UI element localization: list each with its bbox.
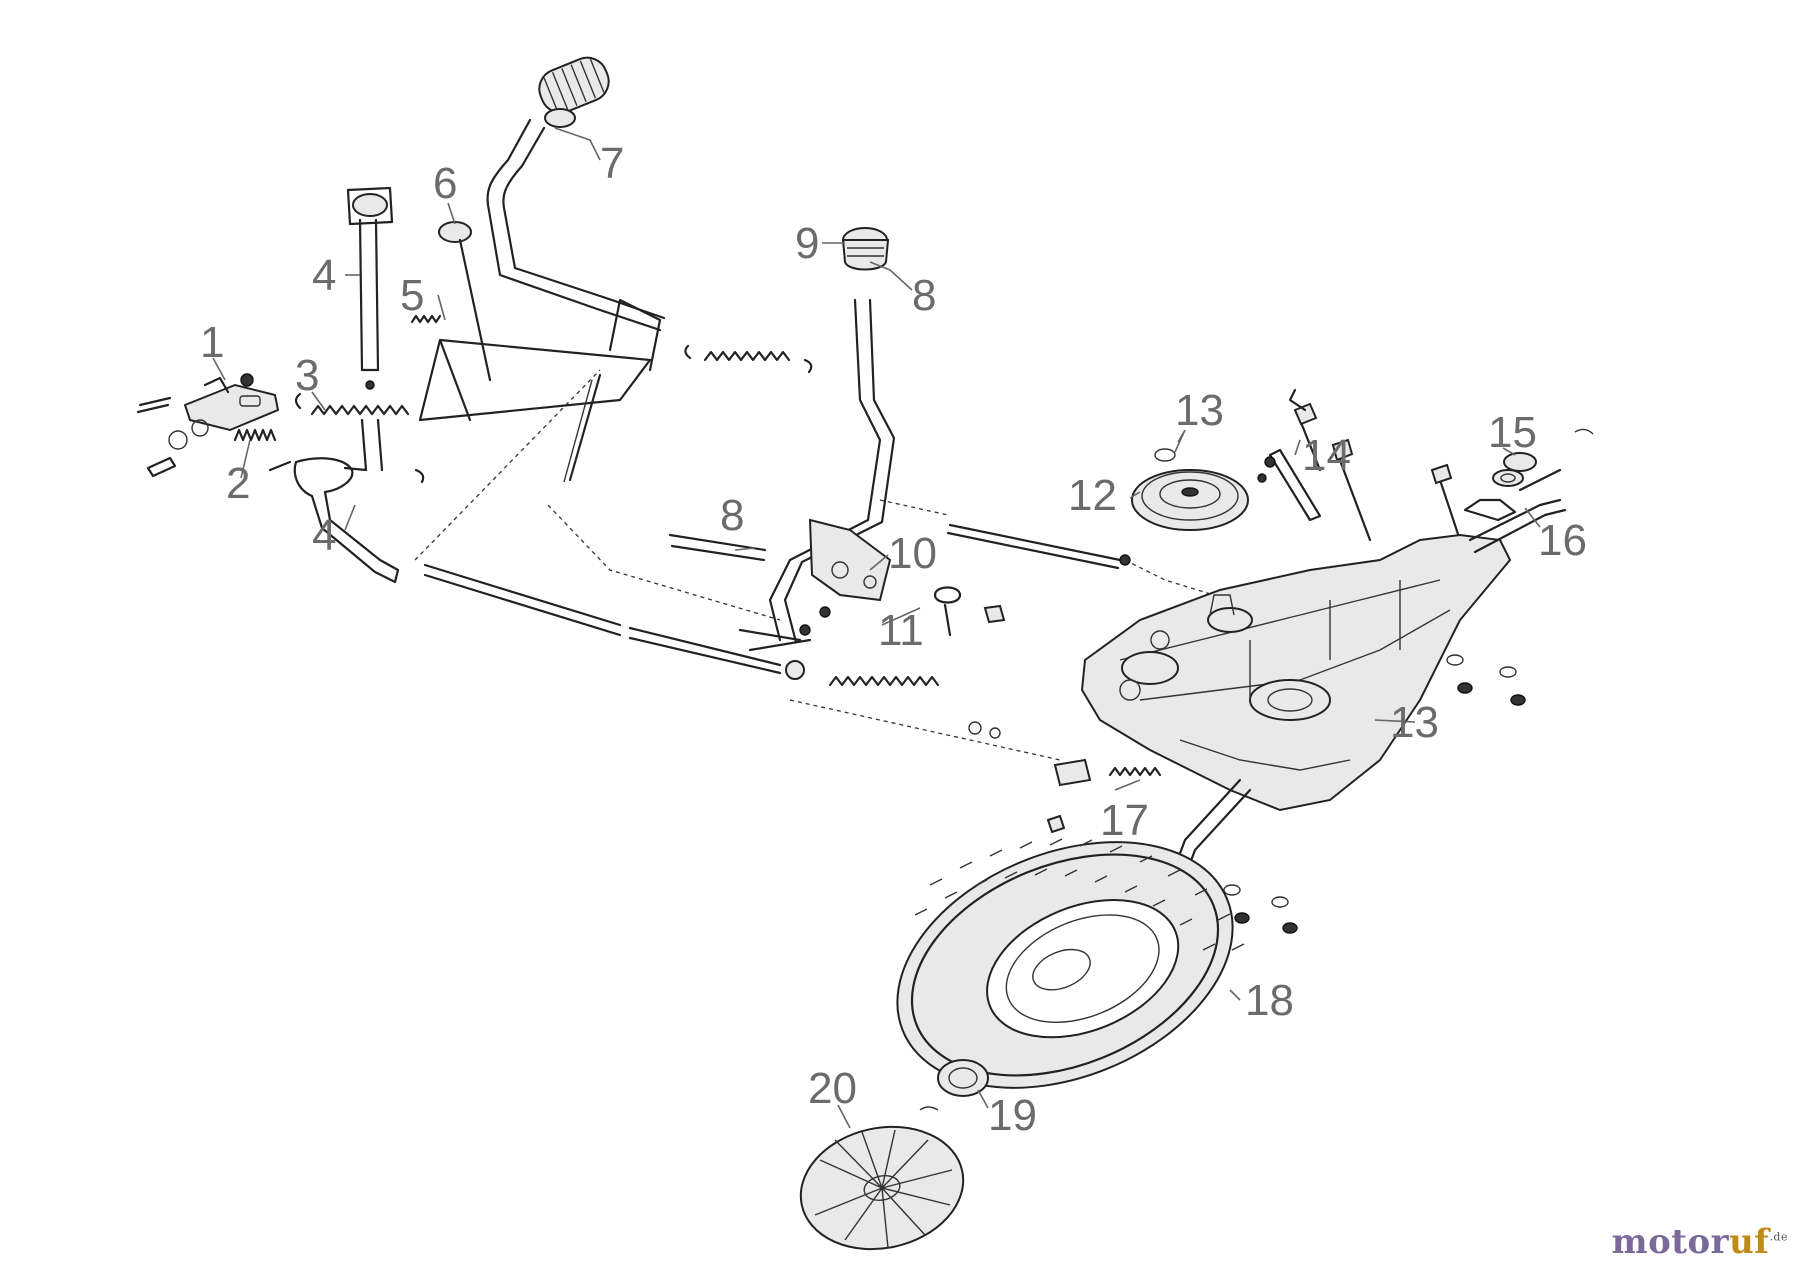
part-1-bracket [136, 373, 280, 478]
watermark-suffix: .de [1769, 1230, 1788, 1244]
callout-19: 19 [988, 1091, 1037, 1140]
callout-3: 3 [295, 351, 319, 400]
part-11-spring [933, 586, 1006, 637]
part-14-bolts [1257, 388, 1462, 542]
part-8-shift-lever [738, 227, 896, 652]
part-13-transaxle [1080, 468, 1567, 887]
compression-spring [785, 660, 1061, 761]
linkage-rods [414, 369, 1231, 675]
callout-16: 16 [1538, 516, 1587, 565]
watermark-part2: uf [1729, 1222, 1770, 1262]
callout-18: 18 [1245, 976, 1294, 1025]
callout-13-lower: 13 [1390, 698, 1439, 747]
callout-8-upper: 8 [912, 271, 936, 320]
part-12-pulley [1131, 448, 1249, 531]
part-15-16-washers [1463, 428, 1594, 522]
part-18-tire [896, 838, 1245, 1089]
part-19-hub-ring [919, 1059, 989, 1111]
callout-10: 10 [888, 529, 937, 578]
tension-spring [684, 344, 813, 374]
part-7-pedal-rod [486, 56, 666, 332]
callout-8-lower: 8 [720, 491, 744, 540]
callout-6: 6 [433, 159, 457, 208]
part-2-spring [191, 419, 277, 442]
callout-14: 14 [1302, 431, 1351, 480]
callout-4-lower: 4 [312, 511, 336, 560]
callout-labels: 1 2 3 4 4 5 6 7 9 8 8 10 11 12 13 14 15 … [200, 139, 1587, 1140]
part-17-spring [1046, 758, 1162, 834]
callout-17: 17 [1100, 796, 1149, 845]
callout-11: 11 [878, 606, 924, 655]
watermark-part1: motor [1611, 1222, 1730, 1262]
callout-12: 12 [1068, 471, 1117, 520]
callout-13-upper: 13 [1175, 386, 1224, 435]
part-4-lever [268, 186, 400, 584]
callout-15: 15 [1488, 408, 1537, 457]
callout-2: 2 [226, 459, 250, 508]
part-10-bracket [668, 518, 892, 636]
motoruf-watermark: motoruf.de [1612, 1222, 1788, 1262]
callout-5: 5 [400, 271, 424, 320]
callout-7: 7 [600, 139, 624, 188]
callout-9: 9 [795, 219, 819, 268]
callout-20: 20 [808, 1064, 857, 1113]
part-3-spring [294, 392, 425, 484]
callout-1: 1 [200, 318, 224, 367]
leader-lines [212, 127, 1541, 1129]
part-5-spring [410, 314, 442, 324]
part-6-pedal-frame [418, 221, 662, 483]
part-20-wheel-cover [799, 1125, 965, 1251]
callout-4-upper: 4 [312, 251, 336, 300]
